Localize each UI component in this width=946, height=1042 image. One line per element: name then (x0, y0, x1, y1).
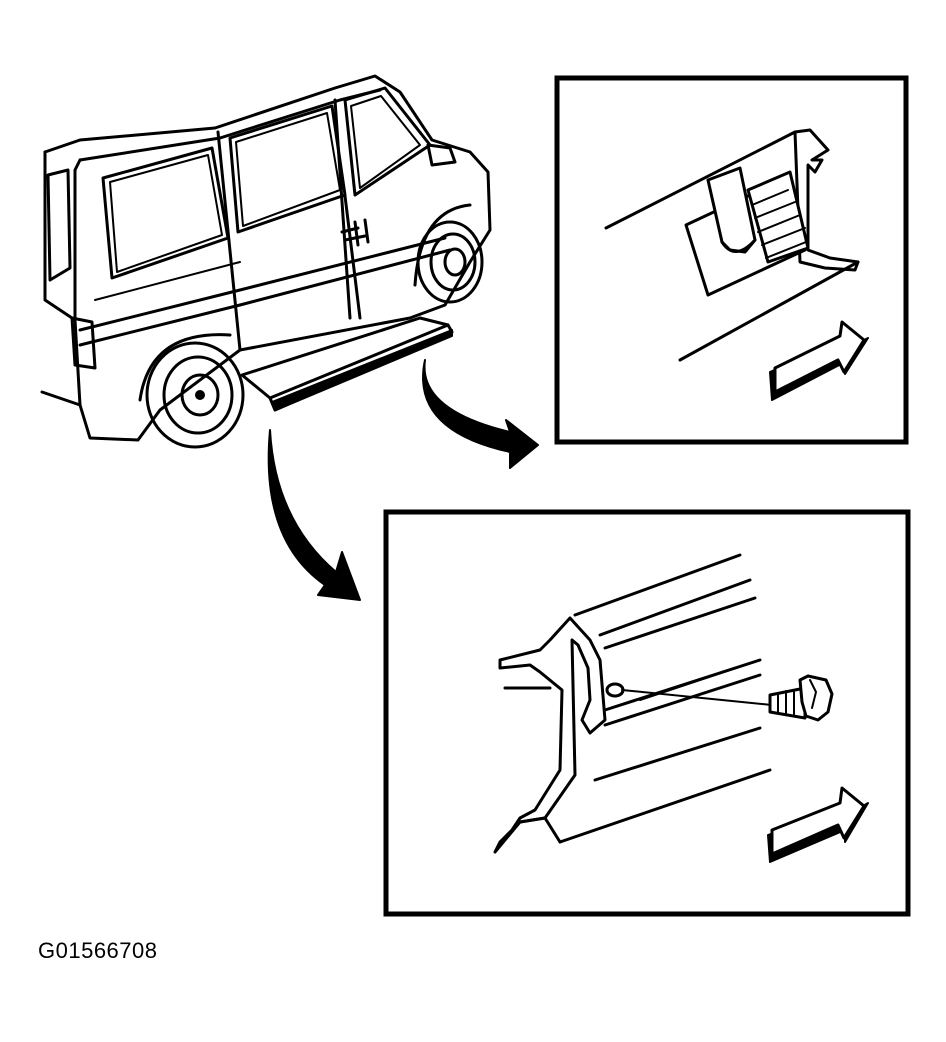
van-illustration (40, 74, 492, 449)
callout-arrow-top (422, 359, 539, 469)
callout-arrow-bottom (267, 429, 361, 601)
detail-box-adhesive (554, 75, 909, 445)
figure-code-label: G01566708 (38, 938, 158, 963)
callout-arrow-icon (422, 359, 539, 469)
detail-box-bolt (383, 509, 911, 917)
bolt-icon (768, 674, 834, 722)
callout-arrow-icon (267, 429, 361, 601)
